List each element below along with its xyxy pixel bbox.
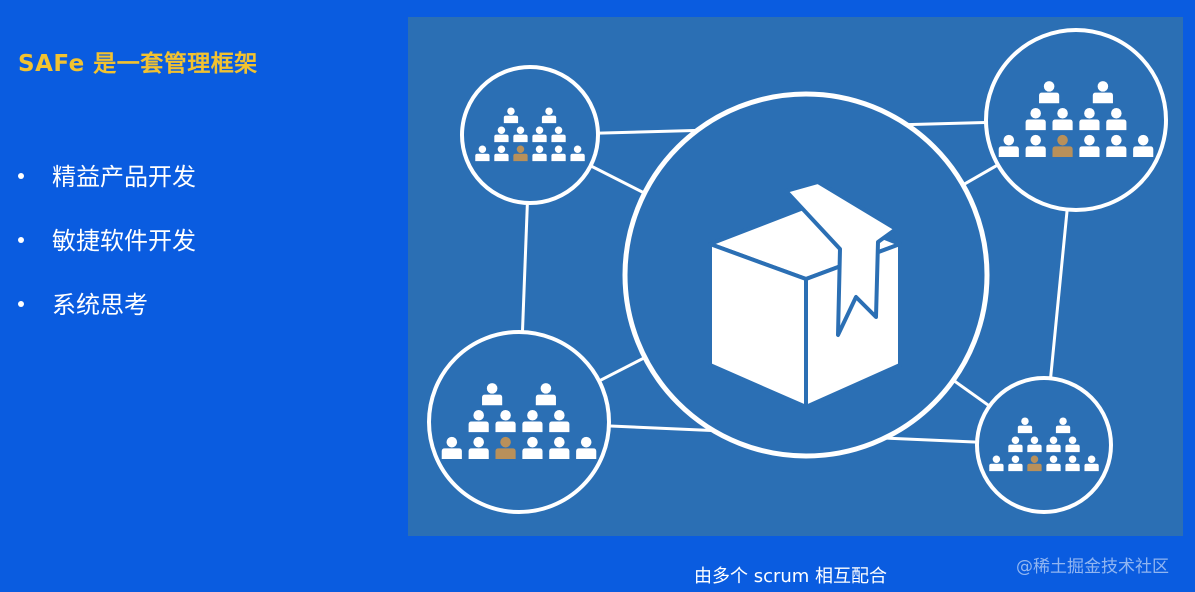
person-icon [441, 436, 462, 459]
person-icon [1106, 134, 1127, 157]
person-icon [1084, 455, 1099, 472]
slide-title: SAFe 是一套管理框架 [18, 51, 258, 77]
person-icon [1008, 455, 1023, 472]
team-node [975, 376, 1113, 514]
package-box-icon [708, 180, 902, 409]
person-icon [1027, 436, 1042, 453]
person-icon [1025, 134, 1046, 157]
people-group-icon [989, 417, 1099, 472]
team-node [984, 28, 1168, 212]
bullet-item: 精益产品开发 [18, 157, 196, 221]
person-icon [1027, 455, 1042, 472]
team-circle [460, 65, 600, 205]
person-icon [468, 436, 489, 459]
person-icon [495, 410, 516, 433]
watermark: @稀土掘金技术社区 [1016, 557, 1169, 577]
person-icon [576, 436, 597, 459]
person-icon [468, 410, 489, 433]
person-icon [494, 126, 509, 143]
person-icon [482, 383, 503, 406]
person-icon [549, 436, 570, 459]
team-circle [975, 376, 1113, 514]
person-icon [1046, 436, 1061, 453]
bullet-text: 精益产品开发 [52, 163, 196, 191]
bullet-item: 系统思考 [18, 285, 196, 349]
person-icon [522, 410, 543, 433]
person-icon [495, 436, 516, 459]
person-icon [1079, 108, 1100, 131]
person-icon [1039, 81, 1060, 104]
people-group-icon [475, 107, 585, 162]
person-icon [532, 145, 547, 162]
person-icon [1052, 134, 1073, 157]
bullet-item: 敏捷软件开发 [18, 221, 196, 285]
person-icon [503, 107, 519, 124]
bullet-dot-icon [18, 237, 24, 243]
person-icon [1092, 81, 1113, 104]
bullet-text: 系统思考 [52, 291, 148, 319]
person-icon [998, 134, 1019, 157]
team-node [427, 330, 611, 514]
person-icon [535, 383, 556, 406]
people-group-icon [998, 81, 1154, 157]
diagram-panel [408, 17, 1183, 536]
person-icon [1052, 108, 1073, 131]
person-icon [513, 126, 528, 143]
team-nodes [427, 28, 1168, 514]
people-group-icon [441, 383, 597, 459]
team-node [460, 65, 600, 205]
team-circle [427, 330, 611, 514]
person-icon [551, 145, 566, 162]
person-icon [513, 145, 528, 162]
bullet-list: 精益产品开发 敏捷软件开发 系统思考 [18, 157, 196, 349]
person-icon [1055, 417, 1071, 434]
person-icon [522, 436, 543, 459]
person-icon [551, 126, 566, 143]
diagram-caption: 由多个 scrum 相互配合 [694, 566, 888, 587]
person-icon [494, 145, 509, 162]
bullet-text: 敏捷软件开发 [52, 227, 196, 255]
person-icon [541, 107, 557, 124]
scrum-network-diagram [427, 28, 1168, 514]
person-icon [1065, 455, 1080, 472]
person-icon [1008, 436, 1023, 453]
person-icon [570, 145, 585, 162]
person-icon [1065, 436, 1080, 453]
person-icon [1025, 108, 1046, 131]
bullet-dot-icon [18, 173, 24, 179]
person-icon [549, 410, 570, 433]
person-icon [1017, 417, 1033, 434]
person-icon [1046, 455, 1061, 472]
person-icon [1079, 134, 1100, 157]
person-icon [1106, 108, 1127, 131]
person-icon [475, 145, 490, 162]
center-node [622, 91, 990, 459]
person-icon [1133, 134, 1154, 157]
bullet-dot-icon [18, 301, 24, 307]
person-icon [989, 455, 1004, 472]
team-circle [984, 28, 1168, 212]
person-icon [532, 126, 547, 143]
